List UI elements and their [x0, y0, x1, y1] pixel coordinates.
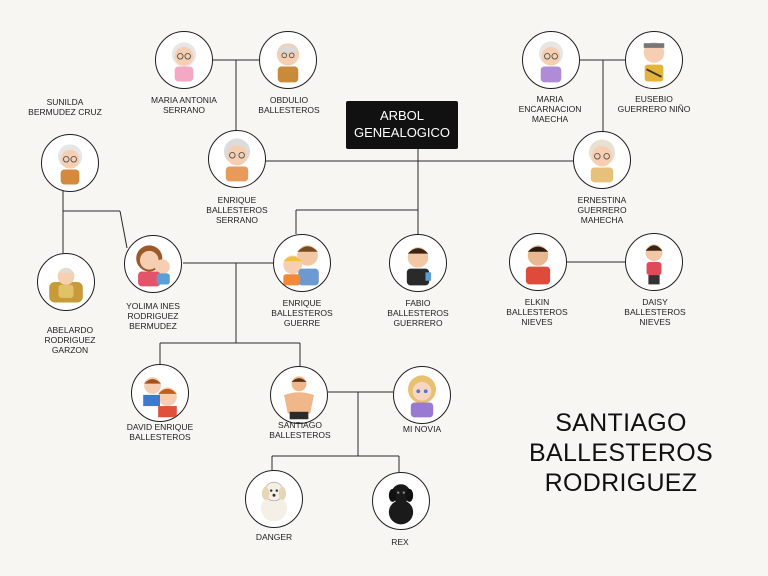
title-line-2: GENEALOGICO: [353, 125, 451, 140]
label-rex: REX: [391, 537, 409, 547]
grandma-avatar-icon: [573, 131, 631, 189]
man-avatar-icon: [389, 234, 447, 292]
main-person-line-2: RODRIGUEZ: [544, 469, 698, 497]
woman-avatar-icon: [625, 233, 683, 291]
woman-avatar-icon: [124, 235, 182, 293]
grandpa-avatar-icon: [625, 31, 683, 89]
grandma-avatar-icon: [522, 31, 580, 89]
main-person-line-1: SANTIAGO BALLESTEROS: [529, 409, 713, 467]
grandpa-avatar-icon: [37, 253, 95, 311]
family-tree-title: ARBOL GENEALOGICO: [346, 101, 458, 149]
dog-avatar-icon: [372, 472, 430, 530]
grandma-avatar-icon: [155, 31, 213, 89]
label-danger: DANGER: [255, 532, 293, 542]
title-line-1: ARBOL: [379, 108, 425, 123]
children-avatar-icon: [131, 364, 189, 422]
woman-avatar-icon: [393, 366, 451, 424]
man-avatar-icon: [509, 233, 567, 291]
label-novia: MI NOVIA: [402, 424, 442, 434]
grandma-avatar-icon: [208, 130, 266, 188]
dog-avatar-icon: [245, 470, 303, 528]
grandma-avatar-icon: [41, 134, 99, 192]
man-avatar-icon: [270, 366, 328, 424]
main-person-name: SANTIAGO BALLESTEROS RODRIGUEZ: [490, 408, 752, 498]
grandpa-avatar-icon: [259, 31, 317, 89]
man-avatar-icon: [273, 234, 331, 292]
